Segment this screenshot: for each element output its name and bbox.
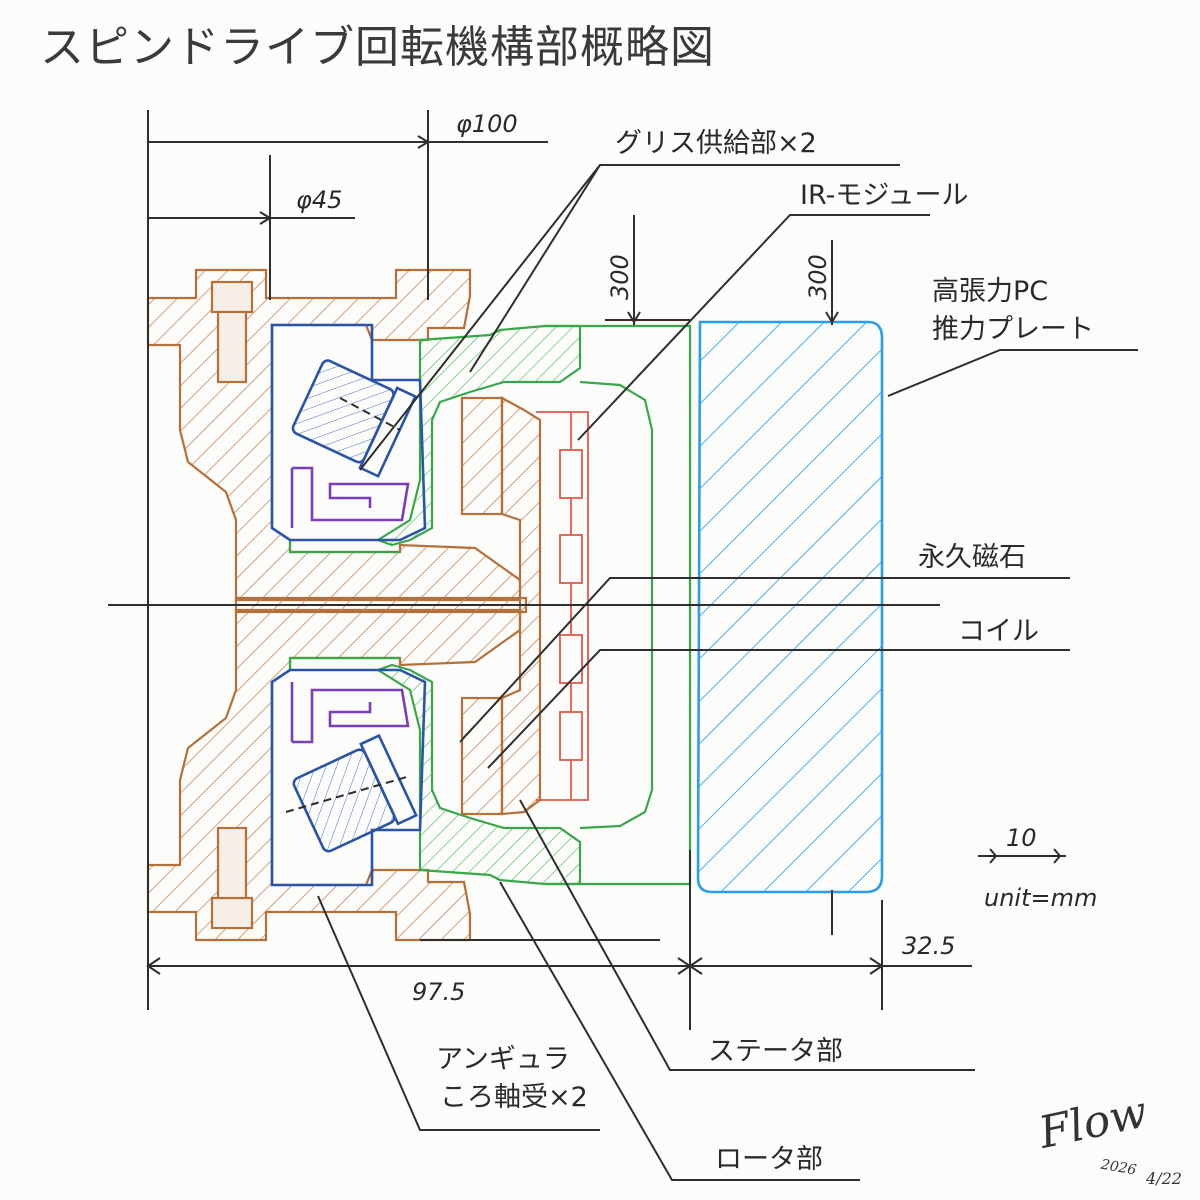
bolt-lower-left — [210, 896, 254, 930]
rotor-cover-upper — [375, 324, 582, 547]
coil-1 — [559, 449, 583, 499]
label-plate-line2: 推力プレート — [932, 314, 1094, 345]
leader-lines — [317, 164, 1138, 1181]
bearing-upper-outer — [270, 323, 427, 542]
coil-2 — [559, 534, 583, 584]
bearing-lower-outer — [270, 668, 427, 887]
dim-phi45: φ45 — [296, 186, 342, 214]
diagram-title: スピンドライブ回転機構部概略図 — [40, 22, 715, 73]
rotor-back-plate-upper — [460, 396, 504, 516]
label-rotor: ロータ部 — [715, 1144, 823, 1175]
bolt-lower-shaft — [216, 826, 248, 900]
grease-supply — [290, 466, 410, 744]
label-bearing-line1: アンギュラ — [436, 1044, 570, 1075]
thrust-plate — [696, 320, 884, 894]
dim-phi100: φ100 — [456, 110, 518, 138]
label-bearing-line2: ころ軸受×2 — [440, 1082, 588, 1113]
rotor-back-plate-lower — [460, 696, 504, 816]
coil-3 — [559, 634, 583, 684]
signature: Flow 2026 4/22 — [1034, 1086, 1182, 1188]
rotor-green — [288, 324, 692, 886]
dim-scale: 10 — [1006, 824, 1037, 852]
bearing-lower-roller — [292, 733, 418, 853]
coil-4 — [559, 711, 583, 761]
housing — [146, 268, 542, 942]
rotor-cover-lower — [375, 663, 582, 886]
bearings — [270, 323, 427, 887]
label-coil: コイル — [958, 616, 1039, 647]
grease-lower — [290, 682, 410, 744]
dim-975: 97.5 — [412, 978, 465, 1006]
label-ir-module: IR-モジュール — [800, 180, 968, 211]
dim-325: 32.5 — [902, 932, 955, 960]
signature-year: 2026 — [1099, 1157, 1138, 1179]
bolt-upper-left — [210, 280, 254, 314]
rotor-inner-shell — [288, 540, 400, 670]
label-stator: ステータ部 — [708, 1036, 843, 1067]
dim-300-right: 300 — [804, 254, 832, 300]
label-grease: グリス供給部×2 — [615, 128, 817, 159]
signature-date: 4/22 — [1145, 1169, 1182, 1188]
grease-upper — [290, 466, 410, 528]
dim-unit: unit=mm — [984, 884, 1097, 912]
bolt-upper-shaft — [216, 310, 248, 384]
label-magnet: 永久磁石 — [918, 542, 1026, 573]
label-plate-line1: 高張力PC — [932, 276, 1048, 307]
dimension-lines — [146, 110, 1066, 1030]
signature-name: Flow — [1034, 1086, 1152, 1159]
bearing-upper-roller — [291, 359, 418, 478]
dim-300-left: 300 — [606, 254, 634, 300]
